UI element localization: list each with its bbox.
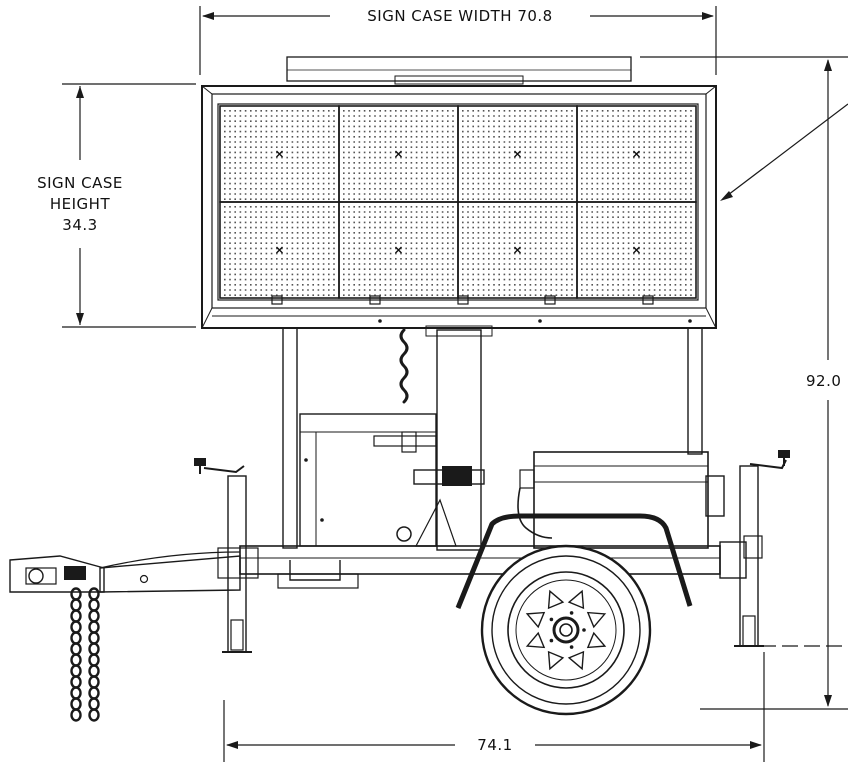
lug-nut [582,628,586,632]
width-dimension: SIGN CASE WIDTH 70.8 [199,6,717,75]
case-bolt [378,319,382,323]
chain-link [88,609,100,623]
chain-link [70,598,82,612]
led-matrix-panel [219,105,697,299]
sign-mast [282,325,703,551]
led-module [219,105,340,203]
sign-case-height-label-line2: HEIGHT [50,195,111,213]
chain-link [70,587,82,601]
trailer-wheel [480,544,652,716]
led-module [576,105,697,203]
chain-link [70,708,82,722]
sign-case-height-value: 34.3 [62,216,97,234]
sign-case-height-label-line1: SIGN CASE [37,174,123,192]
wheel-hole [586,631,607,649]
base-length-label: 74.1 [477,736,512,754]
sign-case [201,85,717,329]
trailer-frame [9,535,763,722]
chain-link [88,598,100,612]
safety-chains [70,587,100,722]
case-bolt [688,319,692,323]
panel-clip [642,295,654,305]
sign-case-width-label: SIGN CASE WIDTH 70.8 [367,7,552,25]
lug-nut [549,617,554,622]
chain-link [70,653,82,667]
wheel-hole [547,589,565,610]
led-module [338,201,459,299]
wheel-hole [567,589,585,610]
panel-clip [457,295,469,305]
chain-link [88,653,100,667]
panel-clip [271,295,283,305]
panel-clip [369,295,381,305]
panel-bolts [271,295,692,323]
chain-link [70,697,82,711]
chain-link [70,664,82,678]
case-bolt [538,319,542,323]
led-module [338,105,459,203]
rear-jack [734,450,790,647]
chain-link [88,686,100,700]
panel-clip [544,295,556,305]
solar-panel [286,56,632,85]
chain-link [88,708,100,722]
fender [455,513,693,609]
chain-link [88,697,100,711]
led-module [219,201,340,299]
base-length-dimension: 74.1 [223,652,765,762]
lug-nut [569,611,574,615]
wheel-hole [525,611,546,629]
lug-nut [549,638,554,643]
chain-link [70,642,82,656]
led-module [457,201,578,299]
wheel-vent-holes [525,589,607,671]
lug-nut [569,645,574,649]
chain-link [70,675,82,689]
wheel-hole [547,650,565,671]
chain-link [88,642,100,656]
chain-link [70,620,82,634]
led-module [576,201,697,299]
led-module [457,105,578,203]
wheel-hole [586,611,607,629]
equipment-housing [299,413,485,547]
chain-link [88,631,100,645]
overall-height-dimension: 92.0 [640,56,848,710]
overall-height-label: 92.0 [806,372,841,390]
battery-box [517,451,725,549]
chain-link [70,631,82,645]
chain-link [88,587,100,601]
chain-link [88,675,100,689]
chain-link [88,620,100,634]
front-jack [194,458,259,653]
chain-link [70,686,82,700]
wheel-hole [525,631,546,649]
chain-link [88,664,100,678]
wheel-hole [567,650,585,671]
height-dimension: SIGN CASE HEIGHT 34.3 [37,83,196,328]
chain-link [70,609,82,623]
